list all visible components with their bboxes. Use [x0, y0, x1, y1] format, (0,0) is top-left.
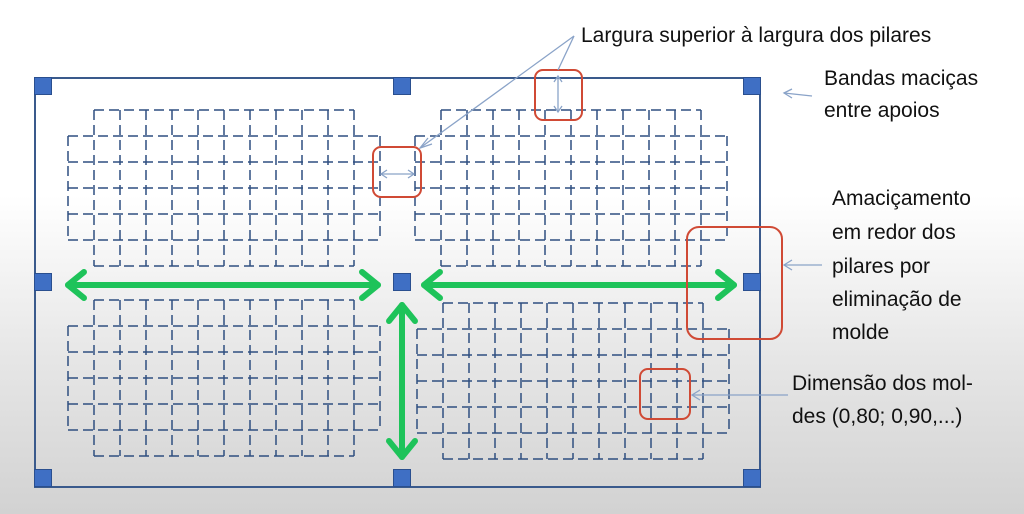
label-soften-1: Amaciçamento — [832, 187, 971, 210]
pillar — [34, 469, 52, 487]
mold-grid-bottom-left — [67, 299, 381, 457]
mold-grid-top-left — [67, 109, 381, 267]
label-molds-1: Dimensão dos mol- — [792, 372, 973, 395]
label-soften-2: em redor dos — [832, 221, 956, 244]
pointer-molds — [690, 389, 788, 401]
band-arrow-right — [421, 269, 737, 301]
pillar — [393, 77, 411, 95]
label-bands-2: entre apoios — [824, 99, 940, 122]
pillar — [743, 469, 761, 487]
pillar — [393, 469, 411, 487]
label-soften-4: eliminação de — [832, 288, 962, 311]
pointer-softening — [782, 259, 822, 271]
mold-grid-top-right — [414, 109, 728, 267]
dimension-arrow-vertical — [553, 74, 563, 114]
pillar — [393, 273, 411, 291]
pillar — [34, 77, 52, 95]
dimension-arrow-horizontal — [379, 169, 416, 179]
label-bands-1: Bandas maciças — [824, 67, 979, 90]
highlight-box-softening — [686, 226, 783, 340]
label-top-width: Largura superior à largura dos pilares — [581, 24, 932, 47]
pointer-top-width — [418, 35, 575, 150]
label-molds-2: des (0,80; 0,90,...) — [792, 405, 963, 428]
label-soften-5: molde — [832, 321, 890, 344]
pillar — [34, 273, 52, 291]
band-arrows — [65, 269, 737, 460]
pillar — [743, 77, 761, 95]
highlight-box-band-width — [372, 146, 422, 198]
band-arrow-left — [65, 269, 381, 301]
label-soften-3: pilares por — [832, 255, 931, 278]
band-arrow-vertical — [386, 302, 418, 460]
highlight-box-mold — [639, 368, 691, 420]
mold-grid-bottom-right — [416, 302, 730, 460]
pillar — [743, 273, 761, 291]
pointer-bands — [782, 88, 813, 99]
